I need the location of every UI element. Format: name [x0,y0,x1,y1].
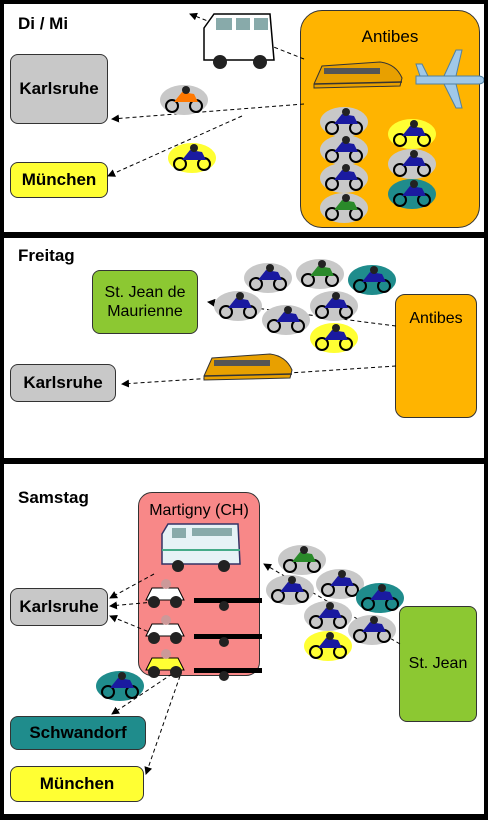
motorcycle-icon [214,291,262,321]
muenchen-label: München [21,169,97,189]
stjean-box: St. Jean [399,606,477,722]
van-icon [203,13,275,69]
panel3-graphics [96,523,404,775]
panel2-graphics [121,259,397,388]
motorcycle-icon [320,193,368,223]
car-trailer-icon [145,579,262,611]
motorcycle-icon [348,615,396,645]
motorcycle-icon [278,545,326,575]
motorcycle-icon [296,259,344,289]
motorcycle-icon [310,291,358,321]
karlsruhe-box: Karlsruhe [10,364,116,402]
martigny-label: Martigny (CH) [149,502,249,519]
antibes-label: Antibes [409,310,463,327]
motorcycle-icon [262,305,310,335]
day-label: Samstag [18,488,89,507]
car-trailer-icon [145,649,262,681]
ambulance-icon [161,523,241,572]
muenchen-box: München [10,766,144,802]
karlsruhe-box: Karlsruhe [10,54,108,124]
motorcycle-icon [348,265,396,295]
motorcycle-icon [168,143,216,173]
motorcycle-icon [244,263,292,293]
motorcycle-icon [356,583,404,613]
panel-samstag: Samstag Martigny (CH) Karlsruhe Schwando… [4,464,484,814]
stjean-maurienne-label: St. Jean de Maurienne [104,283,186,320]
airplane-icon [415,49,484,109]
motorcycle-icon [266,575,314,605]
antibes-label: Antibes [361,27,419,46]
motorcycle-icon [320,163,368,193]
motorcycle-icon [388,119,436,149]
schwandorf-box: Schwandorf [10,716,146,750]
day-label: Freitag [18,246,75,265]
karlsruhe-label: Karlsruhe [23,372,103,392]
motorcycle-icon [320,135,368,165]
car-trailer-icon [145,615,262,647]
martigny-box: Martigny (CH) [138,492,260,676]
train-icon [203,353,293,381]
panel1-graphics [107,12,484,223]
karlsruhe-label: Karlsruhe [19,596,99,616]
motorcycle-icon [388,149,436,179]
muenchen-box: München [10,162,108,198]
antibes-box: Antibes [395,294,477,418]
motorcycle-icon [388,179,436,209]
schwandorf-label: Schwandorf [29,722,127,742]
motorcycle-icon [310,323,358,353]
train-icon [313,61,403,89]
muenchen-label: München [39,773,115,793]
motorcycle-icon [304,631,352,661]
motorcycle-icon [320,107,368,137]
motorcycle-icon [316,569,364,599]
stjean-label: St. Jean [408,655,468,673]
motorcycle-icon [160,85,208,115]
motorcycle-icon [304,601,352,631]
karlsruhe-label: Karlsruhe [19,78,99,98]
motorcycle-icon [96,671,144,701]
day-label: Di / Mi [18,14,69,33]
panel-di-mi: Di / Mi Karlsruhe München Antibes [4,4,484,232]
stjean-maurienne-box: St. Jean de Maurienne [92,270,198,334]
panel-freitag: Freitag St. Jean de Maurienne Karlsruhe … [4,238,484,458]
karlsruhe-box: Karlsruhe [10,588,108,626]
